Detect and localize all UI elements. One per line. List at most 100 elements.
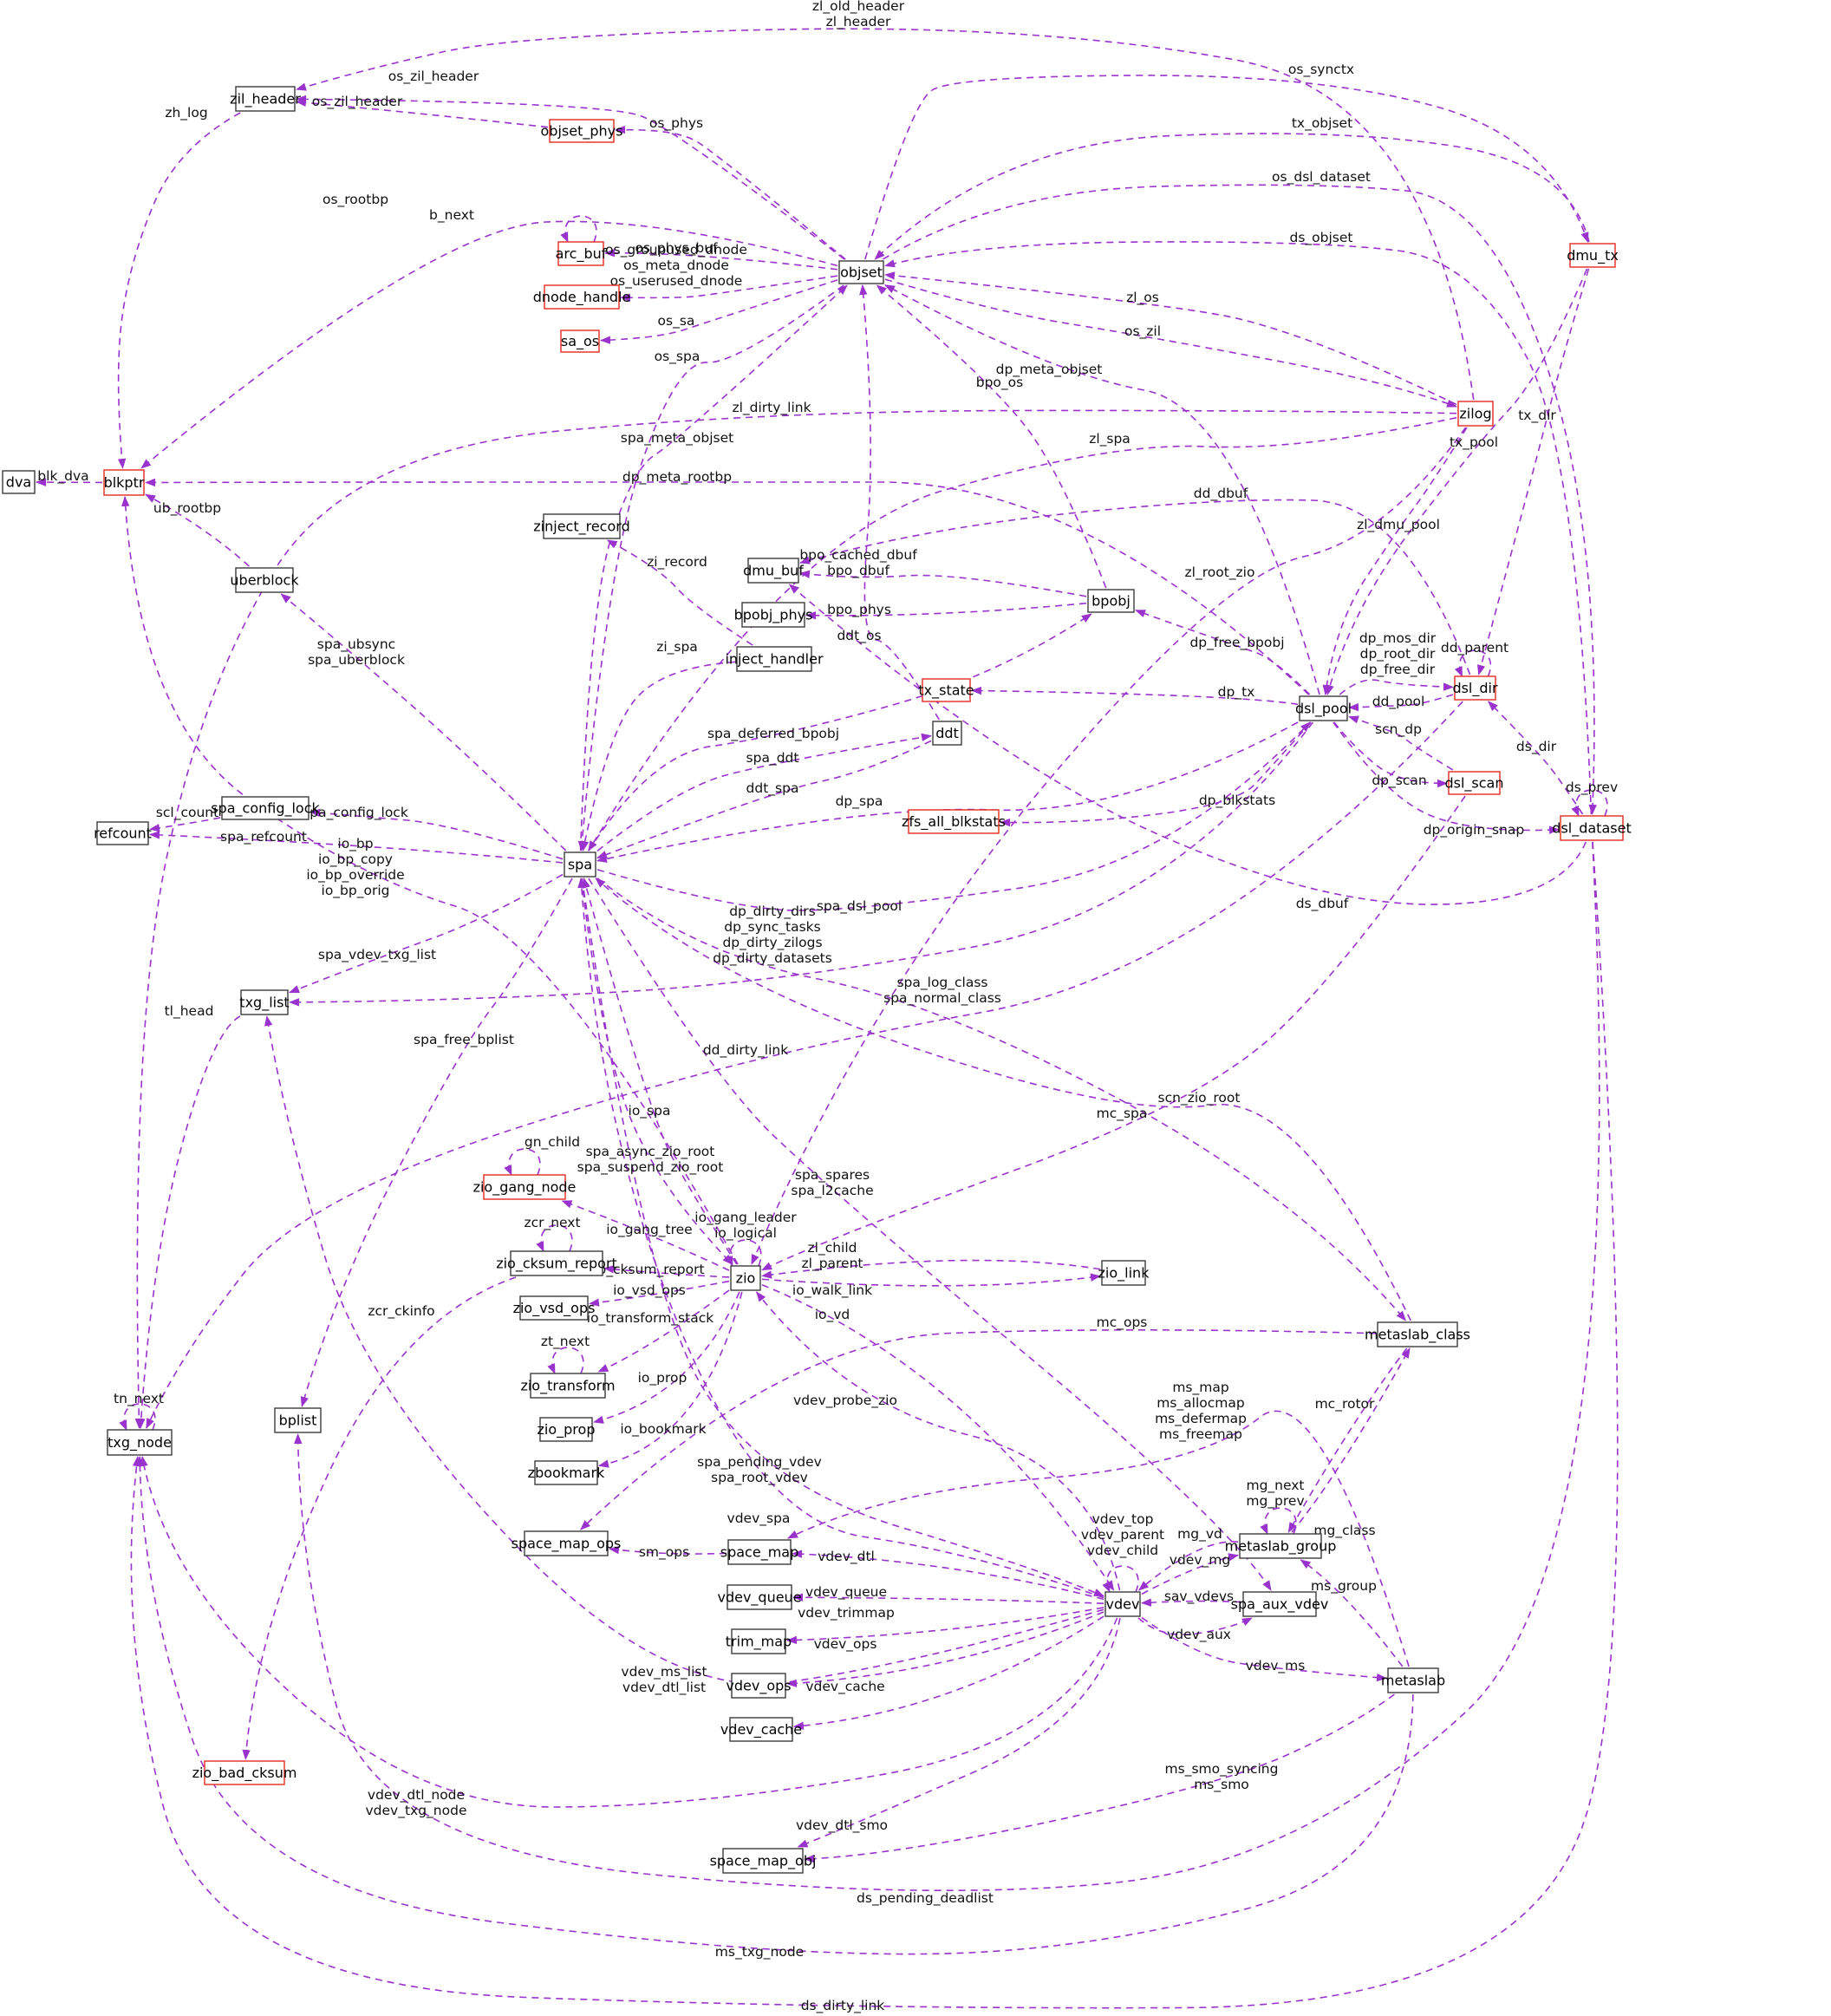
node-box-bpobj_phys[interactable]	[741, 602, 805, 628]
node-zio_gang_node[interactable]: zio_gang_node	[473, 1174, 577, 1200]
node-vdev[interactable]: vdev	[1104, 1591, 1141, 1617]
node-spa[interactable]: spa	[564, 851, 596, 878]
node-box-refcount[interactable]	[96, 821, 149, 845]
node-metaslab_class[interactable]: metaslab_class	[1365, 1321, 1470, 1347]
node-zbookmark[interactable]: zbookmark	[528, 1460, 605, 1485]
node-spa_config_lock[interactable]: spa_config_lock	[211, 796, 321, 820]
node-box-arc_buf[interactable]	[557, 241, 604, 266]
node-box-objset[interactable]	[838, 260, 884, 284]
node-bpobj[interactable]: bpobj	[1087, 589, 1135, 613]
node-box-metaslab_group[interactable]	[1239, 1533, 1322, 1559]
node-box-metaslab[interactable]	[1387, 1667, 1439, 1693]
node-box-trim_map[interactable]	[731, 1628, 786, 1654]
node-blkptr[interactable]: blkptr	[103, 469, 145, 496]
node-dsl_pool[interactable]: dsl_pool	[1295, 695, 1352, 721]
node-zio_transform[interactable]: zio_transform	[520, 1373, 616, 1399]
node-box-dsl_scan[interactable]	[1448, 771, 1501, 795]
node-zio_prop[interactable]: zio_prop	[538, 1417, 596, 1442]
node-box-space_map[interactable]	[727, 1539, 792, 1565]
node-box-zbookmark[interactable]	[534, 1460, 598, 1485]
node-zinject_record[interactable]: zinject_record	[533, 513, 630, 539]
node-box-spa_config_lock[interactable]	[221, 796, 310, 820]
node-uberblock[interactable]: uberblock	[230, 567, 299, 593]
node-dsl_scan[interactable]: dsl_scan	[1444, 771, 1504, 795]
node-box-sa_os[interactable]	[560, 329, 600, 353]
node-dva[interactable]: dva	[2, 470, 36, 494]
node-zilog[interactable]: zilog	[1457, 401, 1494, 427]
node-box-zio_link[interactable]	[1101, 1260, 1146, 1286]
node-box-inject_handler[interactable]	[736, 646, 812, 672]
node-zio_link[interactable]: zio_link	[1098, 1260, 1150, 1286]
node-dsl_dataset[interactable]: dsl_dataset	[1552, 815, 1632, 841]
node-box-dmu_tx[interactable]	[1569, 243, 1616, 268]
node-box-zilog[interactable]	[1457, 401, 1494, 427]
node-box-zio_cksum_report[interactable]	[510, 1250, 603, 1276]
node-box-spa[interactable]	[564, 851, 596, 878]
node-box-txg_node[interactable]	[107, 1429, 173, 1456]
node-box-tx_state[interactable]	[922, 678, 971, 702]
node-bplist[interactable]: bplist	[274, 1407, 322, 1433]
node-box-zio[interactable]	[730, 1265, 761, 1291]
node-box-metaslab_class[interactable]	[1377, 1321, 1458, 1347]
node-trim_map[interactable]: trim_map	[726, 1628, 792, 1654]
node-txg_node[interactable]: txg_node	[107, 1429, 173, 1456]
node-ddt[interactable]: ddt	[932, 721, 962, 746]
node-zio_vsd_ops[interactable]: zio_vsd_ops	[513, 1295, 596, 1321]
node-box-zfs_all_blkstats[interactable]	[908, 809, 1000, 834]
node-box-dnode_handle[interactable]	[544, 284, 620, 310]
node-vdev_cache[interactable]: vdev_cache	[720, 1717, 802, 1742]
node-box-dsl_pool[interactable]	[1299, 695, 1348, 721]
node-metaslab[interactable]: metaslab	[1381, 1667, 1445, 1693]
node-dnode_handle[interactable]: dnode_handle	[533, 284, 631, 310]
node-box-dmu_buf[interactable]	[747, 558, 799, 584]
node-box-vdev_cache[interactable]	[729, 1717, 793, 1742]
node-box-bpobj[interactable]	[1087, 589, 1135, 613]
node-zio_cksum_report[interactable]: zio_cksum_report	[496, 1250, 617, 1276]
node-box-space_map_ops[interactable]	[524, 1530, 609, 1556]
node-vdev_ops[interactable]: vdev_ops	[726, 1673, 792, 1699]
node-zil_header[interactable]: zil_header	[230, 86, 301, 112]
node-zio_bad_cksum[interactable]: zio_bad_cksum	[192, 1760, 297, 1785]
node-box-zio_bad_cksum[interactable]	[204, 1760, 285, 1785]
node-spa_aux_vdev[interactable]: spa_aux_vdev	[1231, 1591, 1329, 1617]
node-box-vdev_ops[interactable]	[731, 1673, 786, 1699]
node-box-ddt[interactable]	[932, 721, 962, 746]
node-box-dsl_dir[interactable]	[1454, 675, 1496, 701]
node-box-vdev[interactable]	[1104, 1591, 1141, 1617]
node-sa_os[interactable]: sa_os	[560, 329, 600, 353]
node-dmu_tx[interactable]: dmu_tx	[1567, 243, 1619, 268]
node-box-bplist[interactable]	[274, 1407, 322, 1433]
node-box-blkptr[interactable]	[103, 469, 145, 496]
node-refcount[interactable]: refcount	[94, 821, 152, 845]
node-box-zio_prop[interactable]	[539, 1417, 593, 1442]
node-txg_list[interactable]: txg_list	[239, 989, 290, 1015]
node-arc_buf[interactable]: arc_buf	[556, 241, 607, 266]
node-space_map[interactable]: space_map	[720, 1539, 798, 1565]
node-zio[interactable]: zio	[730, 1265, 761, 1291]
node-box-space_map_obj[interactable]	[722, 1848, 804, 1874]
node-box-zio_gang_node[interactable]	[483, 1174, 566, 1200]
node-dsl_dir[interactable]: dsl_dir	[1452, 675, 1498, 701]
node-box-dsl_dataset[interactable]	[1560, 815, 1624, 841]
node-metaslab_group[interactable]: metaslab_group	[1225, 1533, 1337, 1559]
node-objset[interactable]: objset	[838, 260, 884, 284]
node-box-zil_header[interactable]	[235, 86, 296, 112]
node-dmu_buf[interactable]: dmu_buf	[743, 558, 804, 584]
node-inject_handler[interactable]: inject_handler	[725, 646, 824, 672]
node-bpobj_phys[interactable]: bpobj_phys	[734, 602, 813, 628]
node-box-spa_aux_vdev[interactable]	[1242, 1591, 1317, 1617]
node-vdev_queue[interactable]: vdev_queue	[717, 1584, 802, 1610]
node-zfs_all_blkstats[interactable]: zfs_all_blkstats	[902, 809, 1006, 834]
node-box-txg_list[interactable]	[240, 989, 289, 1015]
node-space_map_obj[interactable]: space_map_obj	[710, 1848, 817, 1874]
node-box-zio_vsd_ops[interactable]	[519, 1295, 589, 1321]
node-objset_phys[interactable]: objset_phys	[541, 119, 623, 143]
node-box-zinject_record[interactable]	[543, 513, 621, 539]
node-box-dva[interactable]	[2, 470, 36, 494]
node-box-objset_phys[interactable]	[549, 119, 615, 143]
node-space_map_ops[interactable]: space_map_ops	[512, 1530, 622, 1556]
node-box-zio_transform[interactable]	[530, 1373, 606, 1399]
node-tx_state[interactable]: tx_state	[918, 678, 974, 702]
node-box-vdev_queue[interactable]	[727, 1584, 792, 1610]
node-box-uberblock[interactable]	[235, 567, 294, 593]
